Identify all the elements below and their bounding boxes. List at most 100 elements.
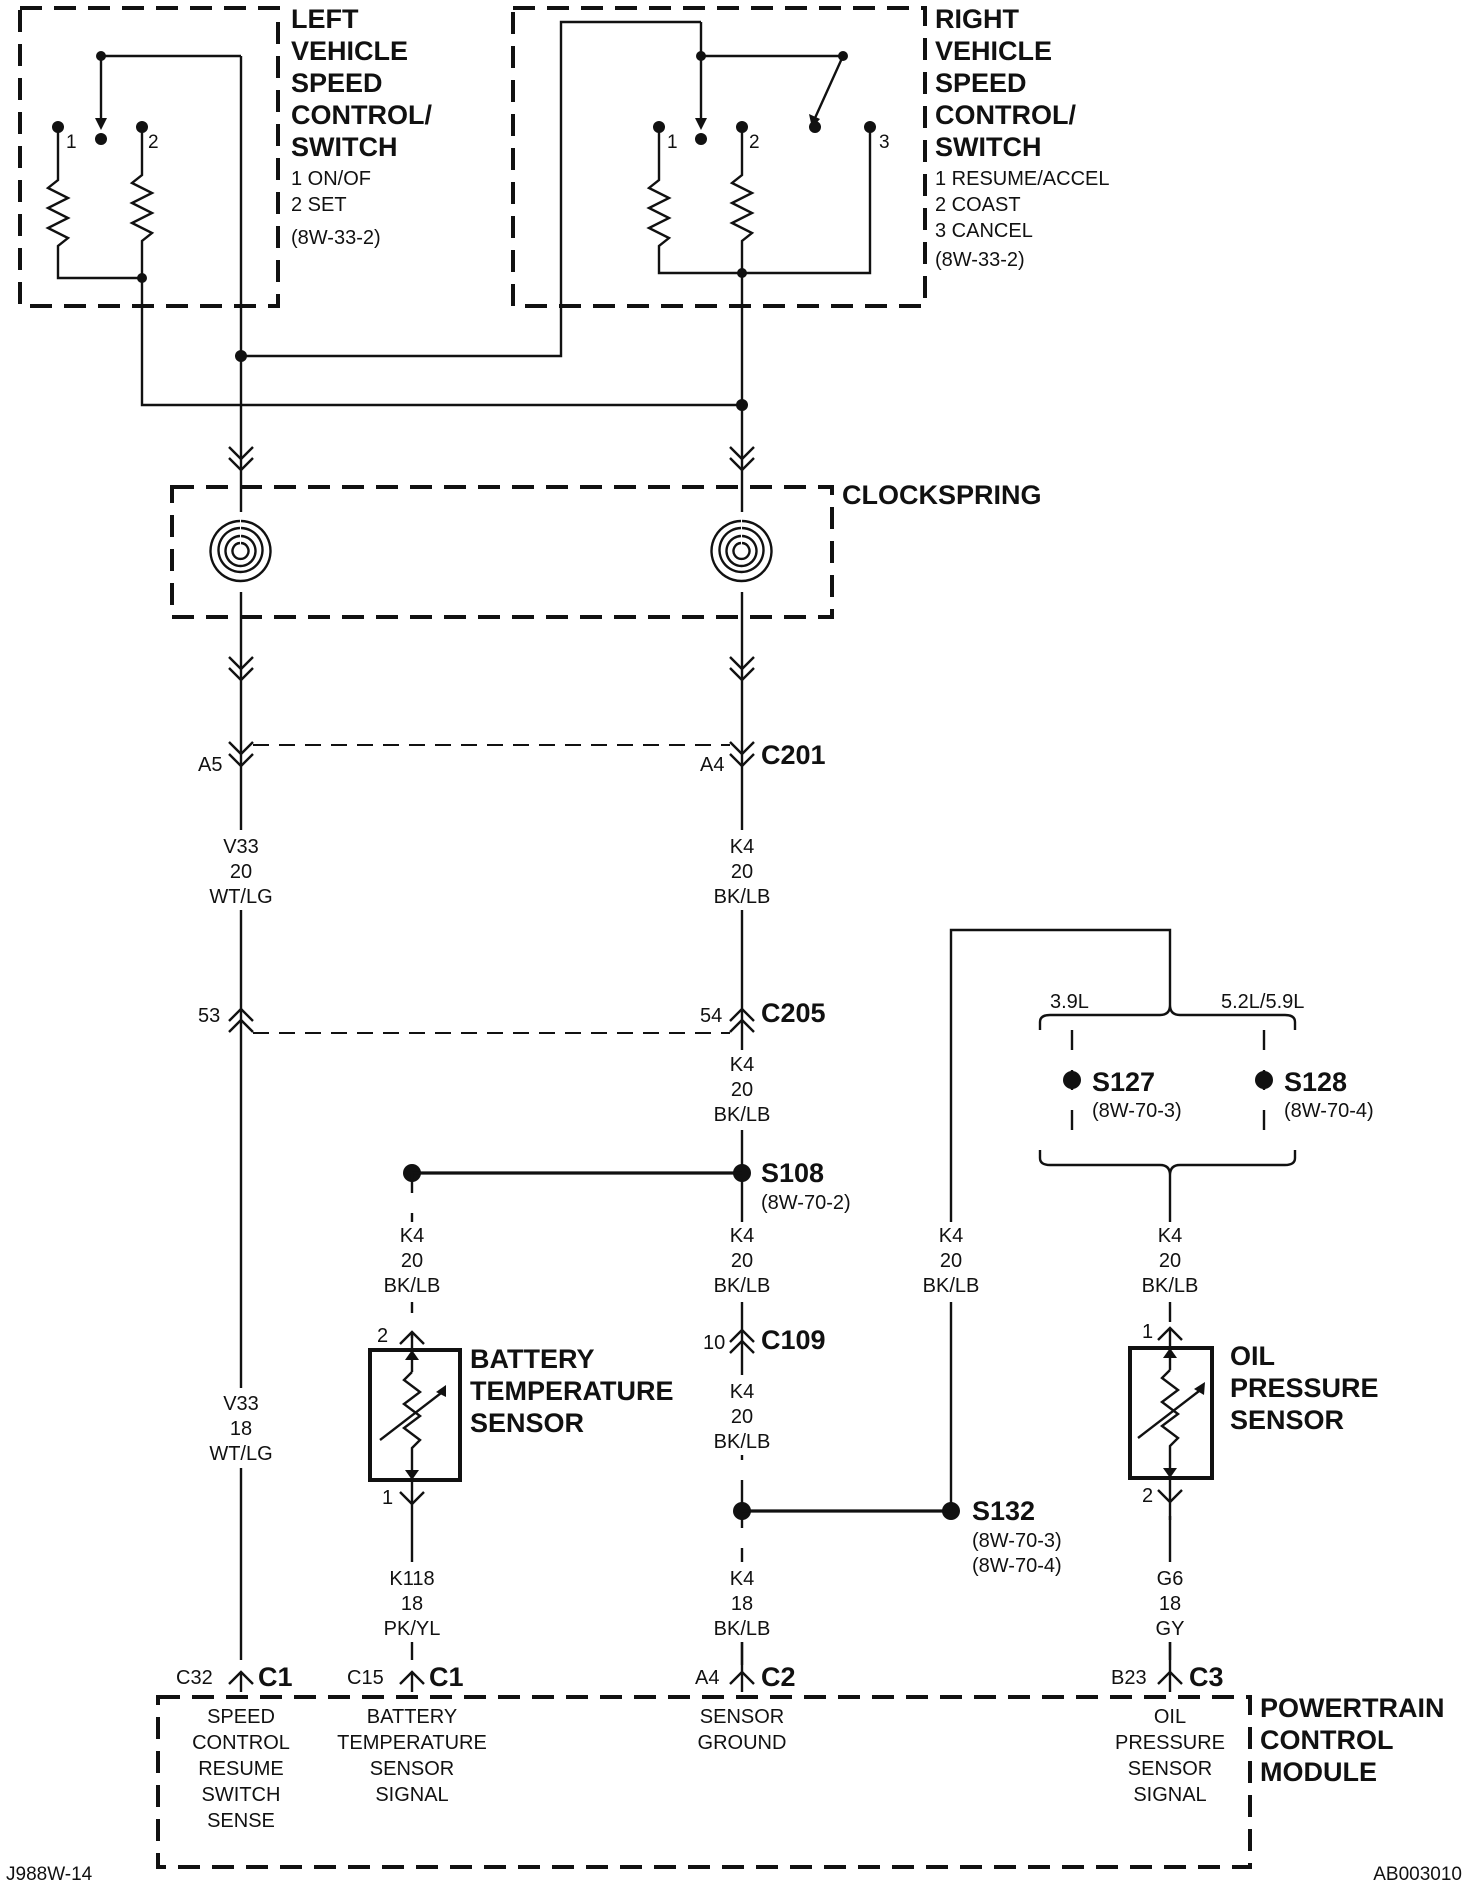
wire-code: K4	[730, 836, 754, 858]
footer-right-code: AB003010	[1373, 1864, 1462, 1885]
wire-k4-20-s132-code: K4	[939, 1225, 963, 1247]
wire-k4-20-s132-color: BK/LB	[923, 1275, 980, 1297]
oil-sensor-title-3: SENSOR	[1230, 1405, 1344, 1435]
left-switch-pin1: 1	[66, 132, 77, 153]
right-switch-title-5: SWITCH	[935, 132, 1041, 162]
wire-k4-20-label-a: K4 20 BK/LB	[711, 830, 773, 910]
wire-code: K118	[389, 1568, 434, 1590]
s108-ref: (8W-70-2)	[761, 1192, 851, 1214]
left-switch-title-5: SWITCH	[291, 132, 397, 162]
s108-label: S108	[761, 1158, 824, 1188]
left-switch-ref: (8W-33-2)	[291, 227, 381, 249]
s128-ref: (8W-70-4)	[1284, 1100, 1374, 1122]
wire-code: K4	[1158, 1225, 1182, 1247]
battery-sensor-title-3: SENSOR	[470, 1408, 584, 1438]
wire-gauge: 20	[731, 861, 753, 883]
connector-c205: 53 54 C205	[198, 998, 826, 1034]
s132-label: S132	[972, 1496, 1035, 1526]
pcm-pin-c15: C15	[347, 1667, 384, 1689]
wire-gauge: 18	[401, 1593, 423, 1615]
pcm-title-2: CONTROL	[1260, 1725, 1393, 1755]
pcm-title-3: MODULE	[1260, 1757, 1377, 1787]
clockspring: CLOCKSPRING	[170, 480, 1042, 619]
wire-v33-20-label: V33 20 WT/LG	[209, 830, 273, 910]
battery-sensor-body	[368, 1348, 462, 1482]
wire-color: PK/YL	[384, 1618, 441, 1640]
pcm-c32-function-4: SWITCH	[202, 1784, 281, 1806]
wire-v33-18-label: V33 18 WT/LG	[209, 1388, 273, 1468]
left-switch-title-1: LEFT	[291, 4, 359, 34]
clockspring-label: CLOCKSPRING	[842, 480, 1042, 510]
pcm-connector-c1-c32: C32 C1	[176, 1662, 293, 1692]
right-switch-housing	[511, 6, 927, 308]
wire-code: K4	[730, 1568, 754, 1590]
c201-pin-a5: A5	[198, 754, 222, 776]
oil-sensor-pin-1: 1	[1142, 1321, 1153, 1343]
oil-pressure-sensor: 1 2 OIL PRESSURE SENSOR	[1124, 1321, 1379, 1520]
wire-gauge: 18	[731, 1593, 753, 1615]
pcm-c15-function-2: TEMPERATURE	[337, 1732, 487, 1754]
right-switch-title-2: VEHICLE	[935, 36, 1052, 66]
wire-gauge: 18	[1159, 1593, 1181, 1615]
wire-k4-20-label-oil: K4 20 BK/LB	[1139, 1222, 1201, 1302]
pcm-housing	[156, 1695, 1252, 1869]
powertrain-control-module: SPEED CONTROL RESUME SWITCH SENSE BATTER…	[156, 1693, 1445, 1869]
wire-k4-20-label-b: K4 20 BK/LB	[711, 1050, 773, 1130]
wire-k4-18-label: K4 18 BK/LB	[711, 1562, 773, 1642]
wire-k4-20-s132-gauge: 20	[940, 1250, 962, 1272]
wire-gauge: 20	[230, 861, 252, 883]
clockspring-coil-left	[209, 519, 272, 583]
s127-label: S127	[1092, 1067, 1155, 1097]
c201-label: C201	[761, 740, 826, 770]
wire-code: G6	[1157, 1568, 1184, 1590]
left-switch-title-3: SPEED	[291, 68, 383, 98]
wire-code: V33	[223, 836, 259, 858]
right-switch-pin1: 1	[667, 132, 678, 153]
footer-left-code: J988W-14	[6, 1864, 93, 1885]
pcm-connector-c3-b23: B23 C3	[1111, 1642, 1224, 1692]
splice-s108: S108 (8W-70-2)	[403, 1158, 851, 1338]
wire-color: BK/LB	[714, 1275, 771, 1297]
connector-c201: A5 A4 C201	[198, 740, 826, 776]
pcm-a4-function-2: GROUND	[698, 1732, 787, 1754]
clockspring-inline-connectors	[228, 446, 755, 682]
pcm-connector-c1: C1	[258, 1662, 293, 1692]
pcm-pin-c32: C32	[176, 1667, 213, 1689]
engine-option-branch: K4 20 BK/LB 3.9L 5.2L/5.9L S127 (8W-70-3…	[920, 928, 1374, 1660]
s127-ref: (8W-70-3)	[1092, 1100, 1182, 1122]
wire-color: WT/LG	[209, 1443, 272, 1465]
right-switch-pin2: 2	[749, 132, 760, 153]
c205-pin-54: 54	[700, 1005, 722, 1027]
s132-ref-2: (8W-70-4)	[972, 1555, 1062, 1577]
clockspring-coil-right	[710, 519, 773, 583]
pcm-connector-c1: C1	[429, 1662, 464, 1692]
left-switch-pin2: 2	[148, 132, 159, 153]
pcm-c15-function-1: BATTERY	[367, 1706, 457, 1728]
left-switch-item-1: 1 ON/OF	[291, 168, 371, 190]
oil-sensor-title-1: OIL	[1230, 1341, 1275, 1371]
wire-code: K4	[730, 1054, 754, 1076]
pcm-title-1: POWERTRAIN	[1260, 1693, 1445, 1723]
pcm-b23-function-3: SENSOR	[1128, 1758, 1212, 1780]
wire-color: GY	[1156, 1618, 1185, 1640]
engine-option-5-2l-5-9l: 5.2L/5.9L	[1221, 991, 1304, 1013]
right-switch-title-4: CONTROL/	[935, 100, 1076, 130]
wire-gauge: 20	[731, 1250, 753, 1272]
left-switch-item-2: 2 SET	[291, 194, 347, 216]
s132-ref-1: (8W-70-3)	[972, 1530, 1062, 1552]
wire-gauge: 20	[401, 1250, 423, 1272]
left-speed-control-switch: 1 2 LEFT VEHICLE SPEED CONTROL/ SWITCH 1…	[18, 4, 432, 308]
pcm-c32-function-3: RESUME	[198, 1758, 284, 1780]
pcm-c32-function-5: SENSE	[207, 1810, 275, 1832]
right-switch-ref: (8W-33-2)	[935, 249, 1025, 271]
wire-color: BK/LB	[714, 886, 771, 908]
pcm-b23-function-2: PRESSURE	[1115, 1732, 1225, 1754]
wire-gauge: 18	[230, 1418, 252, 1440]
engine-option-3-9l: 3.9L	[1050, 991, 1089, 1013]
connector-c109: 10 C109	[703, 1316, 826, 1356]
battery-sensor-title-2: TEMPERATURE	[470, 1376, 674, 1406]
right-switch-pin3: 3	[879, 132, 890, 153]
clockspring-housing	[170, 485, 834, 619]
oil-sensor-title-2: PRESSURE	[1230, 1373, 1379, 1403]
